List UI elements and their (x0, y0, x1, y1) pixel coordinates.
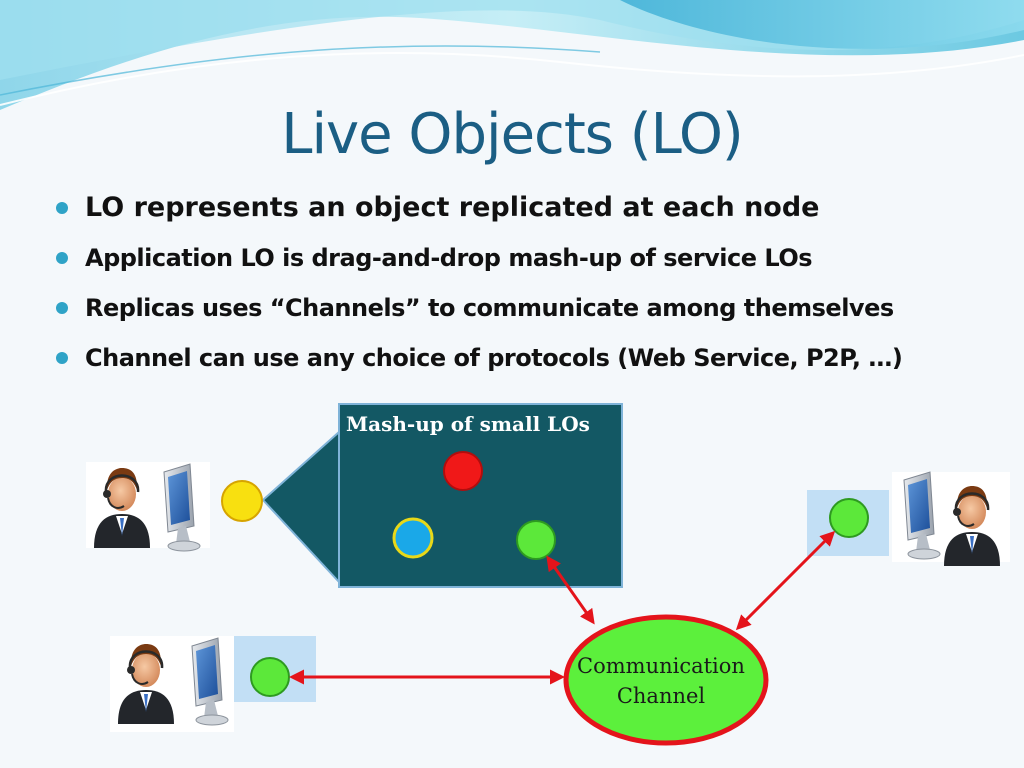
bullet-dot-icon (56, 252, 68, 264)
bullet-text: Replicas uses “Channels” to communicate … (85, 294, 894, 322)
mashup-pointer (261, 429, 340, 585)
green-live-object-left[interactable] (250, 657, 290, 697)
green-live-object-right[interactable] (829, 498, 869, 538)
user-right (807, 471, 1010, 568)
slide-title: Live Objects (LO) (281, 102, 744, 167)
bullet-item: Application LO is drag-and-drop mash-up … (52, 236, 902, 286)
bullet-text: LO represents an object replicated at ea… (85, 192, 820, 223)
green-live-object-mashup[interactable] (516, 520, 556, 560)
bullet-text: Channel can use any choice of protocols … (85, 344, 903, 372)
bullet-item: LO represents an object replicated at ea… (52, 186, 902, 236)
mashup-label: Mash-up of small LOs (346, 412, 590, 436)
bullet-text: Application LO is drag-and-drop mash-up … (85, 244, 813, 272)
channel-label-line2: Channel (617, 684, 706, 708)
arrow-mashup-to-channel (546, 555, 595, 625)
user-top-left (86, 462, 210, 552)
bullet-dot-icon (56, 352, 68, 364)
red-live-object[interactable] (443, 451, 483, 491)
yellow-live-object[interactable] (221, 480, 263, 522)
bullet-dot-icon (56, 302, 68, 314)
bullet-item: Channel can use any choice of protocols … (52, 336, 903, 386)
communication-channel[interactable] (563, 614, 769, 746)
user-bottom-left (110, 636, 316, 732)
blue-live-object[interactable] (392, 517, 434, 559)
bullet-list: LO represents an object replicated at ea… (52, 186, 903, 386)
channel-label-line1: Communication (577, 654, 745, 678)
arrow-right-to-channel (735, 530, 836, 631)
bullet-dot-icon (56, 202, 68, 214)
bullet-item: Replicas uses “Channels” to communicate … (52, 286, 902, 336)
